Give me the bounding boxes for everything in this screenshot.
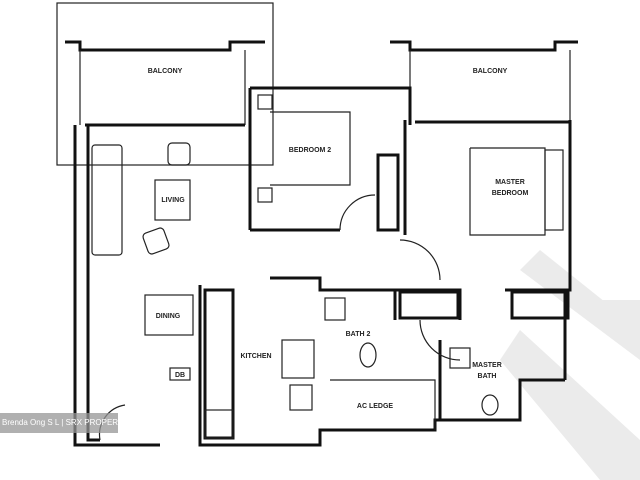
watermark-label: Brenda Ong S L | SRX PROPERTY bbox=[0, 413, 118, 433]
bed-2 bbox=[270, 111, 351, 186]
master-basin bbox=[449, 347, 471, 369]
db-box bbox=[169, 367, 191, 381]
armchair bbox=[167, 142, 191, 166]
balcony-right bbox=[390, 40, 578, 124]
door-master-bath bbox=[419, 319, 461, 361]
master-bed-side bbox=[544, 149, 564, 231]
outer-walls bbox=[73, 86, 572, 447]
door-bedroom2 bbox=[339, 194, 376, 231]
fridge bbox=[281, 339, 315, 379]
label-bedroom2: BEDROOM 2 bbox=[289, 147, 332, 154]
label-master-bedroom-1: MASTER bbox=[495, 179, 525, 186]
label-kitchen: KITCHEN bbox=[240, 353, 271, 360]
kitchen-counter bbox=[203, 288, 235, 440]
wardrobe-2 bbox=[398, 290, 460, 320]
toilet bbox=[359, 342, 377, 368]
balcony-frame bbox=[56, 2, 274, 166]
wardrobe bbox=[376, 153, 400, 232]
coffee-table bbox=[154, 179, 191, 221]
lounge-chair bbox=[142, 227, 170, 255]
label-master-bedroom-2: BEDROOM bbox=[492, 190, 529, 197]
dining-table bbox=[144, 294, 194, 336]
label-balcony-left: BALCONY bbox=[148, 68, 183, 75]
wardrobe-master bbox=[510, 290, 570, 320]
label-db: DB bbox=[175, 372, 185, 379]
bedroom2-fixture bbox=[257, 187, 273, 203]
sofa bbox=[91, 144, 123, 256]
master-bed bbox=[469, 147, 546, 236]
label-balcony-right: BALCONY bbox=[473, 68, 508, 75]
label-dining: DINING bbox=[156, 313, 181, 320]
bedroom2-fixture bbox=[257, 94, 273, 110]
watermark-shapes bbox=[500, 250, 640, 480]
washer bbox=[289, 384, 313, 411]
label-master-bath-2: BATH bbox=[478, 373, 497, 380]
label-ac-ledge: AC LEDGE bbox=[357, 403, 394, 410]
label-living: LIVING bbox=[161, 197, 185, 204]
basin bbox=[324, 297, 346, 321]
door-entry bbox=[399, 239, 441, 281]
balcony-left bbox=[65, 40, 265, 127]
kitchen-cabinet bbox=[204, 409, 234, 439]
label-bath2: BATH 2 bbox=[346, 331, 371, 338]
label-master-bath-1: MASTER bbox=[472, 362, 502, 369]
master-toilet bbox=[481, 394, 499, 416]
